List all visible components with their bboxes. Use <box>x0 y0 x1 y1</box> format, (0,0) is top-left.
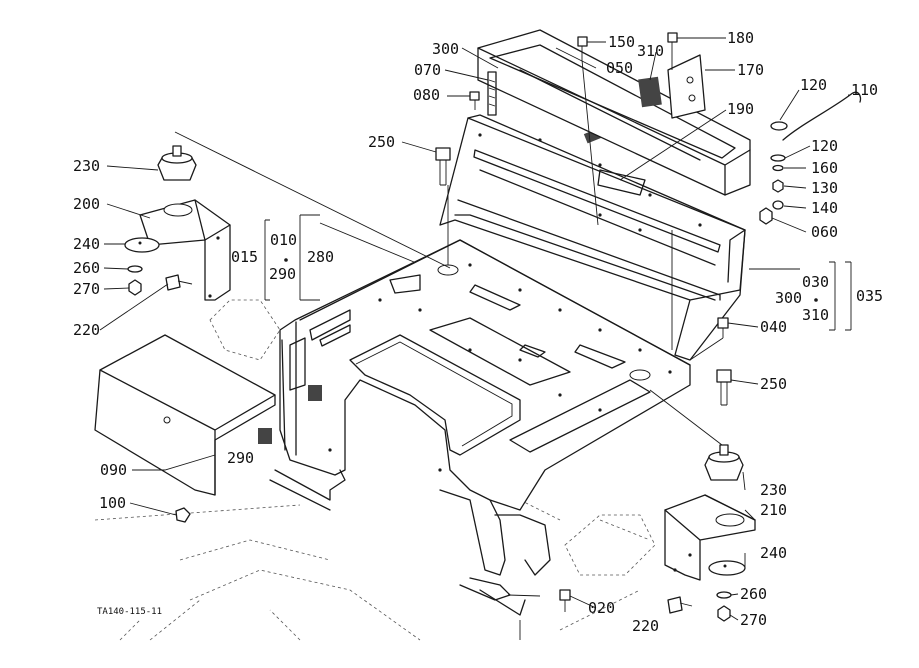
callout-210: 210 <box>760 501 787 519</box>
callout-230-right: 230 <box>760 481 787 499</box>
callout-190: 190 <box>727 100 754 118</box>
callout-120-top: 120 <box>800 76 827 94</box>
callout-150: 150 <box>608 33 635 51</box>
callout-310-top: 310 <box>637 42 664 60</box>
callout-100: 100 <box>99 494 126 512</box>
step-deck <box>269 239 691 616</box>
callout-270-right: 270 <box>740 611 767 629</box>
right-mount <box>564 444 756 622</box>
callout-230-left: 230 <box>73 157 100 175</box>
callout-250-top: 250 <box>368 133 395 151</box>
callout-080: 080 <box>413 86 440 104</box>
callout-015: 015 <box>231 248 258 266</box>
callout-220-left: 220 <box>73 321 100 339</box>
callout-250-bottom: 250 <box>760 375 787 393</box>
callout-290-top: 290 <box>269 265 296 283</box>
callouts: 150 180 300 310 050 170 070 080 120 110 … <box>73 29 883 635</box>
callout-260-right: 260 <box>740 585 767 603</box>
callout-290-bottom: 290 <box>227 449 254 467</box>
callout-280: 280 <box>307 248 334 266</box>
callout-180: 180 <box>727 29 754 47</box>
deck-holes <box>328 263 672 472</box>
callout-060: 060 <box>811 223 838 241</box>
callout-260-left: 260 <box>73 259 100 277</box>
figure-code: TA140-115-11 <box>97 607 162 617</box>
seat-panel <box>439 114 746 361</box>
rear-cover <box>94 334 276 496</box>
leader-lines <box>99 37 852 621</box>
callout-300-top: 300 <box>432 40 459 58</box>
callout-050: 050 <box>606 59 633 77</box>
callout-070: 070 <box>414 61 441 79</box>
alignment-lines <box>174 52 724 640</box>
left-mount <box>124 145 281 361</box>
callout-270-left: 270 <box>73 280 100 298</box>
callout-090: 090 <box>100 461 127 479</box>
callout-020: 020 <box>588 599 615 617</box>
callout-200: 200 <box>73 195 100 213</box>
callout-030: 030 <box>802 273 829 291</box>
callout-310-right: 310 <box>802 306 829 324</box>
callout-110: 110 <box>851 81 878 99</box>
seat-rail <box>477 29 751 196</box>
callout-035: 035 <box>856 287 883 305</box>
callout-220-right: 220 <box>632 617 659 635</box>
callout-240-right: 240 <box>760 544 787 562</box>
callout-120-mid: 120 <box>811 137 838 155</box>
callout-010: 010 <box>270 231 297 249</box>
callout-040: 040 <box>760 318 787 336</box>
callout-160: 160 <box>811 159 838 177</box>
callout-170: 170 <box>737 61 764 79</box>
callout-140: 140 <box>811 199 838 217</box>
hardware <box>175 32 862 612</box>
callout-130: 130 <box>811 179 838 197</box>
callout-240-left: 240 <box>73 235 100 253</box>
callout-300-right: 300 <box>775 289 802 307</box>
chassis-outline <box>94 499 651 641</box>
